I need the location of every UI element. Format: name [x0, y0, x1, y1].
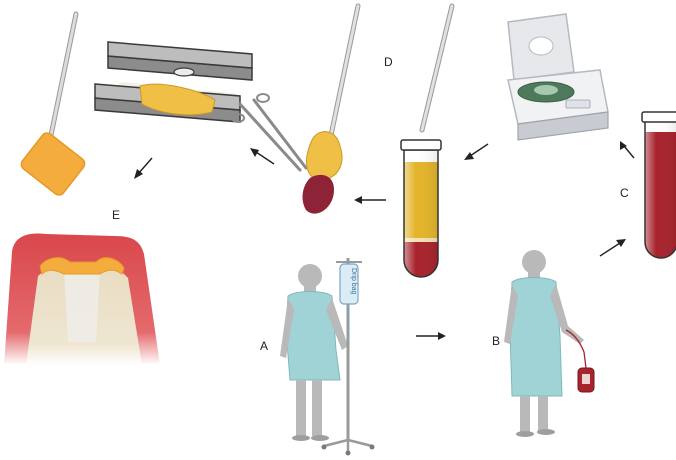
arrow-centrifuge-to-prf	[464, 143, 489, 160]
tube-cap	[400, 139, 442, 151]
control-panel	[565, 99, 591, 109]
tooth-socket-section	[4, 233, 160, 365]
label-c: C	[620, 186, 629, 200]
arrow-prf-to-clot	[354, 196, 386, 204]
label-b: B	[492, 334, 501, 348]
tweezers	[231, 93, 308, 172]
red-clot-portion	[302, 174, 334, 214]
plate-hole	[173, 67, 195, 77]
arrow-clot-to-plates	[250, 148, 275, 165]
arrow-a-to-b	[416, 332, 446, 340]
arrow-tube-to-centrifuge	[620, 141, 635, 159]
forceps-fibrin-clot	[302, 3, 361, 214]
process-arrows	[134, 141, 635, 340]
scalpel-with-membrane	[20, 11, 86, 196]
blood-line	[565, 329, 587, 369]
blood-tube	[641, 111, 676, 259]
patient-a	[280, 264, 348, 441]
label-a: A	[260, 339, 269, 353]
arrow-b-to-tube	[599, 239, 626, 257]
label-e: E	[112, 208, 121, 222]
compression-plates	[94, 41, 253, 123]
fibrin-clot-pressed	[139, 83, 216, 116]
prf-tube	[400, 3, 455, 278]
patient-gown	[509, 277, 563, 397]
membrane-piece	[20, 132, 86, 196]
membrane-graft	[39, 257, 125, 275]
patient-b	[504, 250, 595, 437]
label-d: D	[384, 55, 393, 69]
fibrin-clot	[306, 131, 343, 181]
arrow-plates-to-membrane	[134, 157, 153, 179]
iv-bag-label: Drip bag	[350, 268, 357, 295]
centrifuge	[507, 13, 609, 141]
iv-stand	[321, 258, 375, 456]
